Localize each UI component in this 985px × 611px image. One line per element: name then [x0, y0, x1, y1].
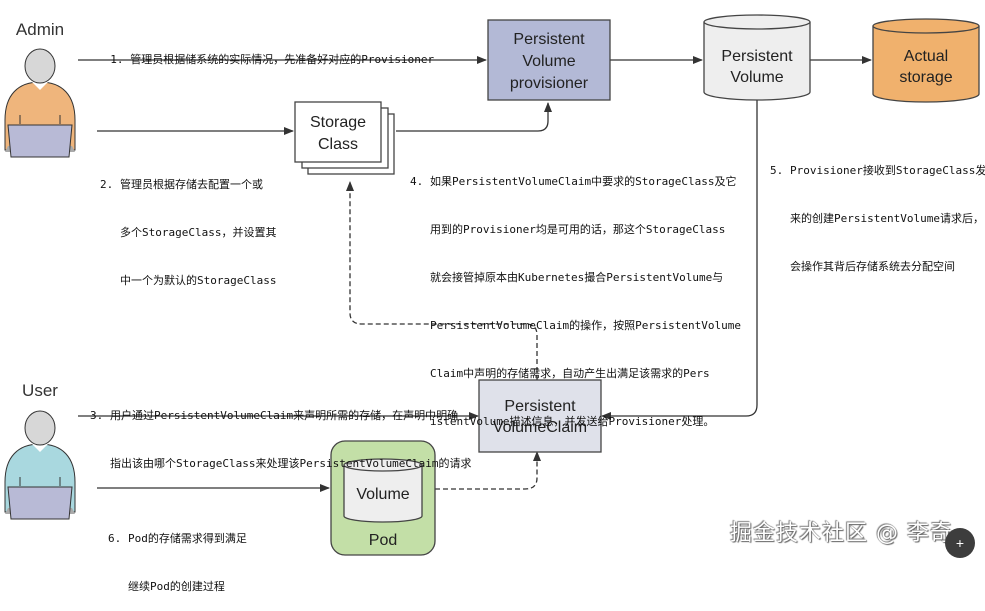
step-6-line: 继续Pod的创建过程 [128, 580, 225, 593]
user-head [24, 410, 56, 446]
step-3-line: 用户通过PersistentVolumeClaim来声明所需的存储，在声明中明确 [110, 409, 459, 422]
step-4-line: Claim中声明的存储需求，自动产生出满足该需求的Pers [430, 367, 710, 380]
pod-volume-label: Volume [356, 486, 409, 503]
admin-laptop-icon [7, 124, 73, 158]
step-4-note: 4. 如果PersistentVolumeClaim中要求的StorageClas… [410, 142, 741, 446]
step-4-line: 用到的Provisioner均是可用的话，那这个StorageClass [430, 223, 726, 236]
user-label: User [22, 381, 58, 400]
step-1-line: 管理员根据储系统的实际情况，先准备好对应的Provisioner [130, 53, 435, 66]
storage-class-node: Storage Class [294, 101, 395, 175]
step-4-line: 如果PersistentVolumeClaim中要求的StorageClass及… [430, 175, 737, 188]
provisioner-node: Persistent Volume provisioner [487, 19, 611, 101]
step-6-number: 6. [108, 532, 122, 545]
pvc-label-line1: Persistent [504, 398, 576, 415]
step-6-note: 6. Pod的存储需求得到满足 继续Pod的创建过程 [108, 499, 247, 611]
step-5-number: 5. [770, 164, 784, 177]
step-3-line: 指出该由哪个StorageClass来处理该PersistentVolumeCl… [110, 457, 472, 470]
arrow-pv-to-pvc [601, 100, 758, 420]
step-2-line: 管理员根据存储去配置一个或 [120, 178, 263, 191]
pod-label: Pod [369, 532, 397, 549]
pvc-label-line2: VolumeClaim [493, 419, 587, 436]
pod-node: Volume Pod [330, 440, 436, 556]
step-3-note: 3. 用户通过PersistentVolumeClaim来声明所需的存储，在声明中… [90, 376, 472, 488]
user-laptop-icon [7, 486, 73, 520]
diagram-canvas: Admin User Persistent Volume provisione [4, 14, 980, 556]
user-collar [32, 444, 48, 452]
actual-storage-label-line1: Actual [904, 48, 948, 65]
step-1-note: 1. 管理员根据储系统的实际情况，先准备好对应的Provisioner [97, 36, 434, 68]
watermark-badge-icon[interactable]: + [945, 528, 975, 558]
dashed-arrow-volume-to-pvc [435, 451, 541, 490]
step-5-note: 5. Provisioner接收到StorageClass发 来的创建Persis… [770, 131, 985, 291]
admin-head [24, 48, 56, 84]
persistent-volume-node: Persistent Volume [703, 14, 811, 101]
step-2-number: 2. [100, 178, 114, 191]
step-3-number: 3. [90, 409, 104, 422]
step-4-number: 4. [410, 175, 424, 188]
admin-label: Admin [16, 20, 64, 39]
step-2-line: 多个StorageClass，并设置其 [120, 226, 277, 239]
user-actor: User [4, 381, 76, 520]
step-4-line: PersistentVolumeClaim的操作，按照PersistentVol… [430, 319, 742, 332]
provisioner-label-line1: Persistent [513, 31, 585, 48]
pvc-node: Persistent VolumeClaim [478, 379, 602, 453]
storage-class-label-line1: Storage [310, 114, 366, 131]
actual-storage-node: Actual storage [872, 18, 980, 103]
step-4-line: istentVolume描述信息，并发送给Provisioner处理。 [430, 415, 715, 428]
step-5-line: 会操作其背后存储系统去分配空间 [790, 260, 955, 273]
step-2-line: 中一个为默认的StorageClass [120, 274, 277, 287]
step-5-line: 来的创建PersistentVolume请求后， [790, 212, 984, 225]
step-1-number: 1. [110, 53, 124, 66]
step-4-line: 就会接管掉原本由Kubernetes撮合PersistentVolume与 [430, 271, 724, 284]
storage-class-label-line2: Class [318, 136, 358, 153]
pv-label-line1: Persistent [721, 48, 793, 65]
provisioner-label-line2: Volume [522, 53, 575, 70]
provisioner-label-line3: provisioner [510, 75, 589, 92]
actual-storage-label-line2: storage [899, 69, 952, 86]
step-5-line: Provisioner接收到StorageClass发 [790, 164, 985, 177]
connectors [78, 56, 872, 492]
admin-actor: Admin [4, 20, 76, 158]
step-2-note: 2. 管理员根据存储去配置一个或 多个StorageClass，并设置其 中一个为… [100, 145, 276, 305]
step-6-line: Pod的存储需求得到满足 [128, 532, 247, 545]
dashed-arrow-pvc-to-storageclass [346, 181, 538, 380]
pv-label-line2: Volume [730, 69, 783, 86]
watermark-text: 掘金技术社区 @ 李奇 [730, 521, 953, 546]
admin-collar [32, 82, 48, 90]
arrow-storageclass-to-provisioner [396, 102, 552, 132]
